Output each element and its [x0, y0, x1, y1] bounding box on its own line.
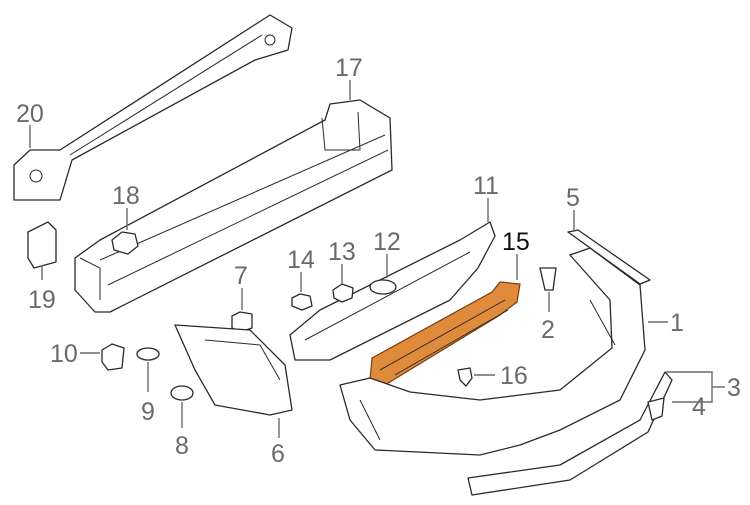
callout-8: 8 — [175, 432, 189, 460]
part-19-plate — [27, 221, 57, 269]
part-4-trim-piece — [647, 397, 665, 421]
part-18-nut — [111, 231, 139, 255]
part-8-nut — [170, 385, 194, 401]
callout-19: 19 — [28, 286, 56, 314]
callout-17: 17 — [335, 54, 363, 82]
callout-20: 20 — [16, 100, 44, 128]
part-2-screw — [539, 267, 557, 291]
part-17-reinforcement-bar — [74, 99, 393, 313]
part-16-clip — [457, 367, 473, 387]
part-9-screw — [136, 347, 160, 361]
callout-4: 4 — [692, 393, 706, 421]
callout-11: 11 — [473, 172, 499, 200]
part-6-side-bracket — [174, 324, 293, 416]
callout-1: 1 — [670, 309, 684, 337]
callout-2: 2 — [541, 316, 555, 344]
part-3-diffuser — [467, 371, 673, 496]
part-12-nut — [369, 279, 397, 295]
part-13-bolt — [332, 283, 354, 303]
part-7-pad — [231, 311, 253, 333]
callout-7: 7 — [234, 262, 248, 290]
callout-15: 15 — [502, 228, 530, 256]
callout-9: 9 — [141, 398, 155, 426]
callout-3: 3 — [727, 374, 741, 402]
leader-lines — [29, 80, 725, 438]
part-20-bracket — [13, 14, 293, 201]
part-14-clip — [291, 293, 313, 311]
callout-5: 5 — [566, 184, 580, 212]
part-10-clip — [101, 343, 125, 371]
callout-6: 6 — [271, 440, 285, 468]
callout-14: 14 — [287, 246, 315, 274]
callout-12: 12 — [373, 228, 401, 256]
callout-16: 16 — [500, 362, 528, 390]
callout-18: 18 — [112, 182, 140, 210]
callout-13: 13 — [328, 238, 356, 266]
callout-10: 10 — [50, 340, 78, 368]
